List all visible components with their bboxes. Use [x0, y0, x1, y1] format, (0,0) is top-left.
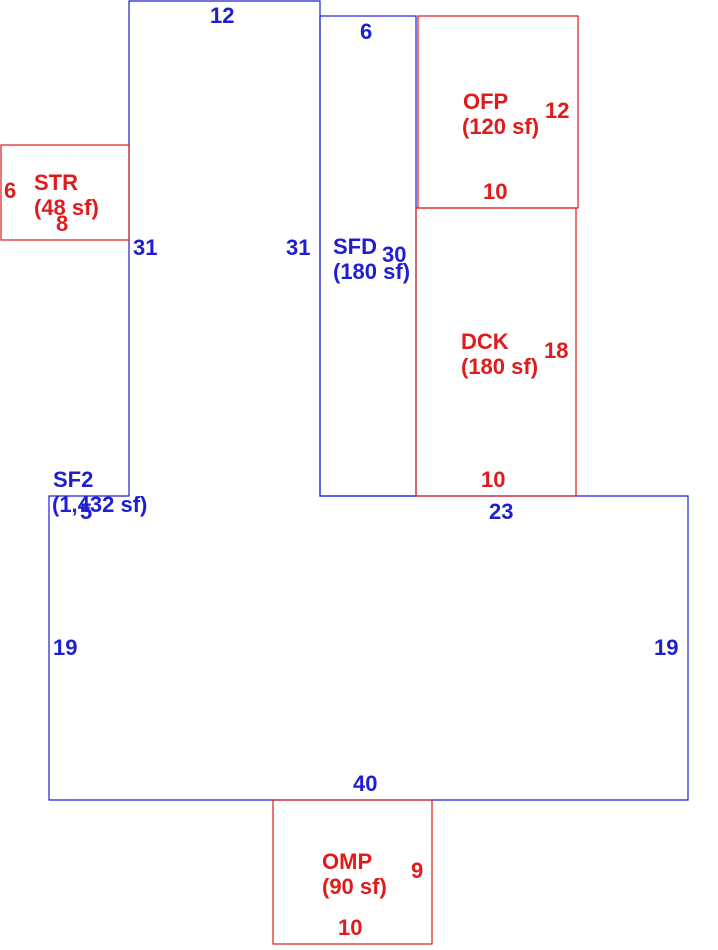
sf2-code-label: SF2 — [53, 467, 93, 492]
sfd-area-label: (180 sf) — [333, 259, 410, 284]
str-area-label: (48 sf) — [34, 195, 99, 220]
omp-outline — [272, 799, 433, 945]
sf2-right-lower-dimension: 19 — [654, 635, 678, 660]
omp-bottom-dimension: 10 — [338, 915, 362, 940]
omp-code-label: OMP — [322, 849, 372, 874]
sfd-top-dimension: 6 — [360, 19, 372, 44]
ofp-code-label: OFP — [463, 89, 508, 114]
dck-side-dimension: 18 — [544, 338, 568, 363]
str-bottom-dimension: 8 — [56, 211, 68, 236]
sf2-right-upper-dimension: 31 — [286, 235, 310, 260]
str-left-dimension: 6 — [4, 178, 16, 203]
sf2-area-label: (1,432 sf) — [52, 492, 147, 517]
sf2-bottom-dimension: 40 — [353, 771, 377, 796]
ofp-area-label: (120 sf) — [462, 114, 539, 139]
sf2-left-lower-dimension: 19 — [53, 635, 77, 660]
sfd-code-label: SFD — [333, 234, 377, 259]
dck-bottom-dimension: 10 — [481, 467, 505, 492]
omp-side-dimension: 9 — [411, 858, 423, 883]
dck-area-label: (180 sf) — [461, 354, 538, 379]
dck-outline — [415, 207, 577, 497]
dck-code-label: DCK — [461, 329, 509, 354]
str-outline — [0, 144, 130, 241]
ofp-bottom-dimension: 10 — [483, 179, 507, 204]
sf2-outline — [48, 0, 689, 801]
sf2-left-upper-dimension: 31 — [133, 235, 157, 260]
sf2-top-dimension: 12 — [210, 3, 234, 28]
sfd-side-dimension: 30 — [382, 242, 406, 267]
sf2-step-right-dimension: 23 — [489, 499, 513, 524]
ofp-side-dimension: 12 — [545, 98, 569, 123]
sf2-step-left-dimension: 5 — [80, 499, 92, 524]
str-code-label: STR — [34, 170, 78, 195]
omp-area-label: (90 sf) — [322, 874, 387, 899]
